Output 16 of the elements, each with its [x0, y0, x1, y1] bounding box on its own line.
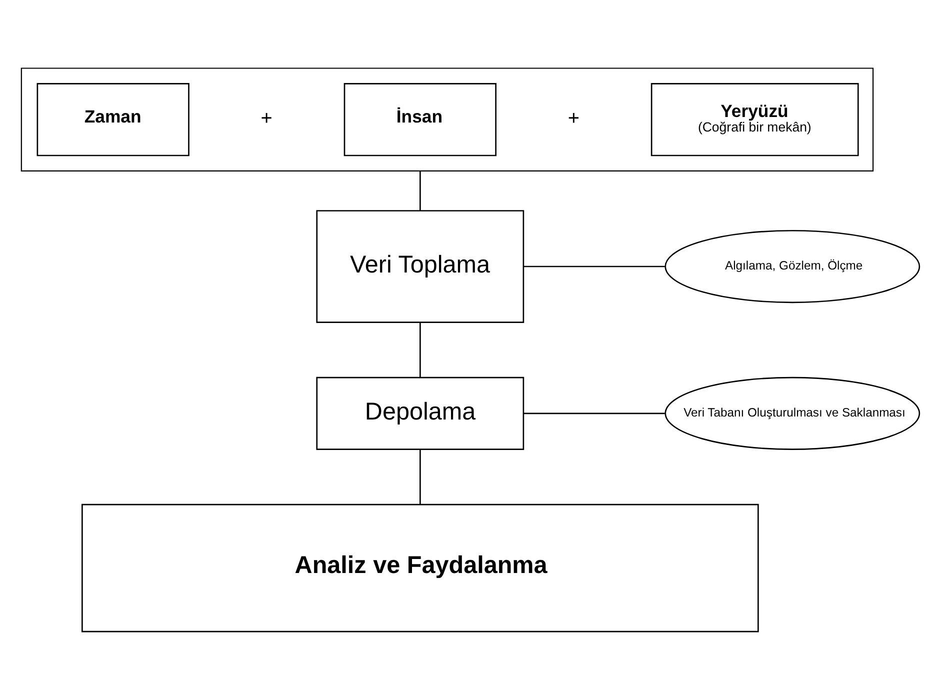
connector — [420, 449, 421, 504]
connector — [420, 322, 421, 377]
node-box: Veri Toplama — [316, 210, 524, 322]
label: + — [260, 106, 272, 129]
node-ellipse: Algılama, Gözlem, Ölçme — [664, 229, 920, 303]
node-box: Yeryüzü (Coğrafi bir mekân) — [650, 82, 859, 156]
node-box: İnsan — [344, 82, 496, 156]
connector — [524, 265, 665, 267]
node-box: Depolama — [316, 376, 524, 450]
node-box: Zaman — [36, 82, 190, 156]
connector — [420, 170, 421, 210]
node-ellipse: Veri Tabanı Oluşturulması ve Saklanması — [664, 376, 920, 450]
label: + — [568, 106, 580, 129]
connector — [524, 412, 665, 414]
cluster — [20, 67, 874, 172]
node-box: Analiz ve Faydalanma — [82, 503, 759, 632]
